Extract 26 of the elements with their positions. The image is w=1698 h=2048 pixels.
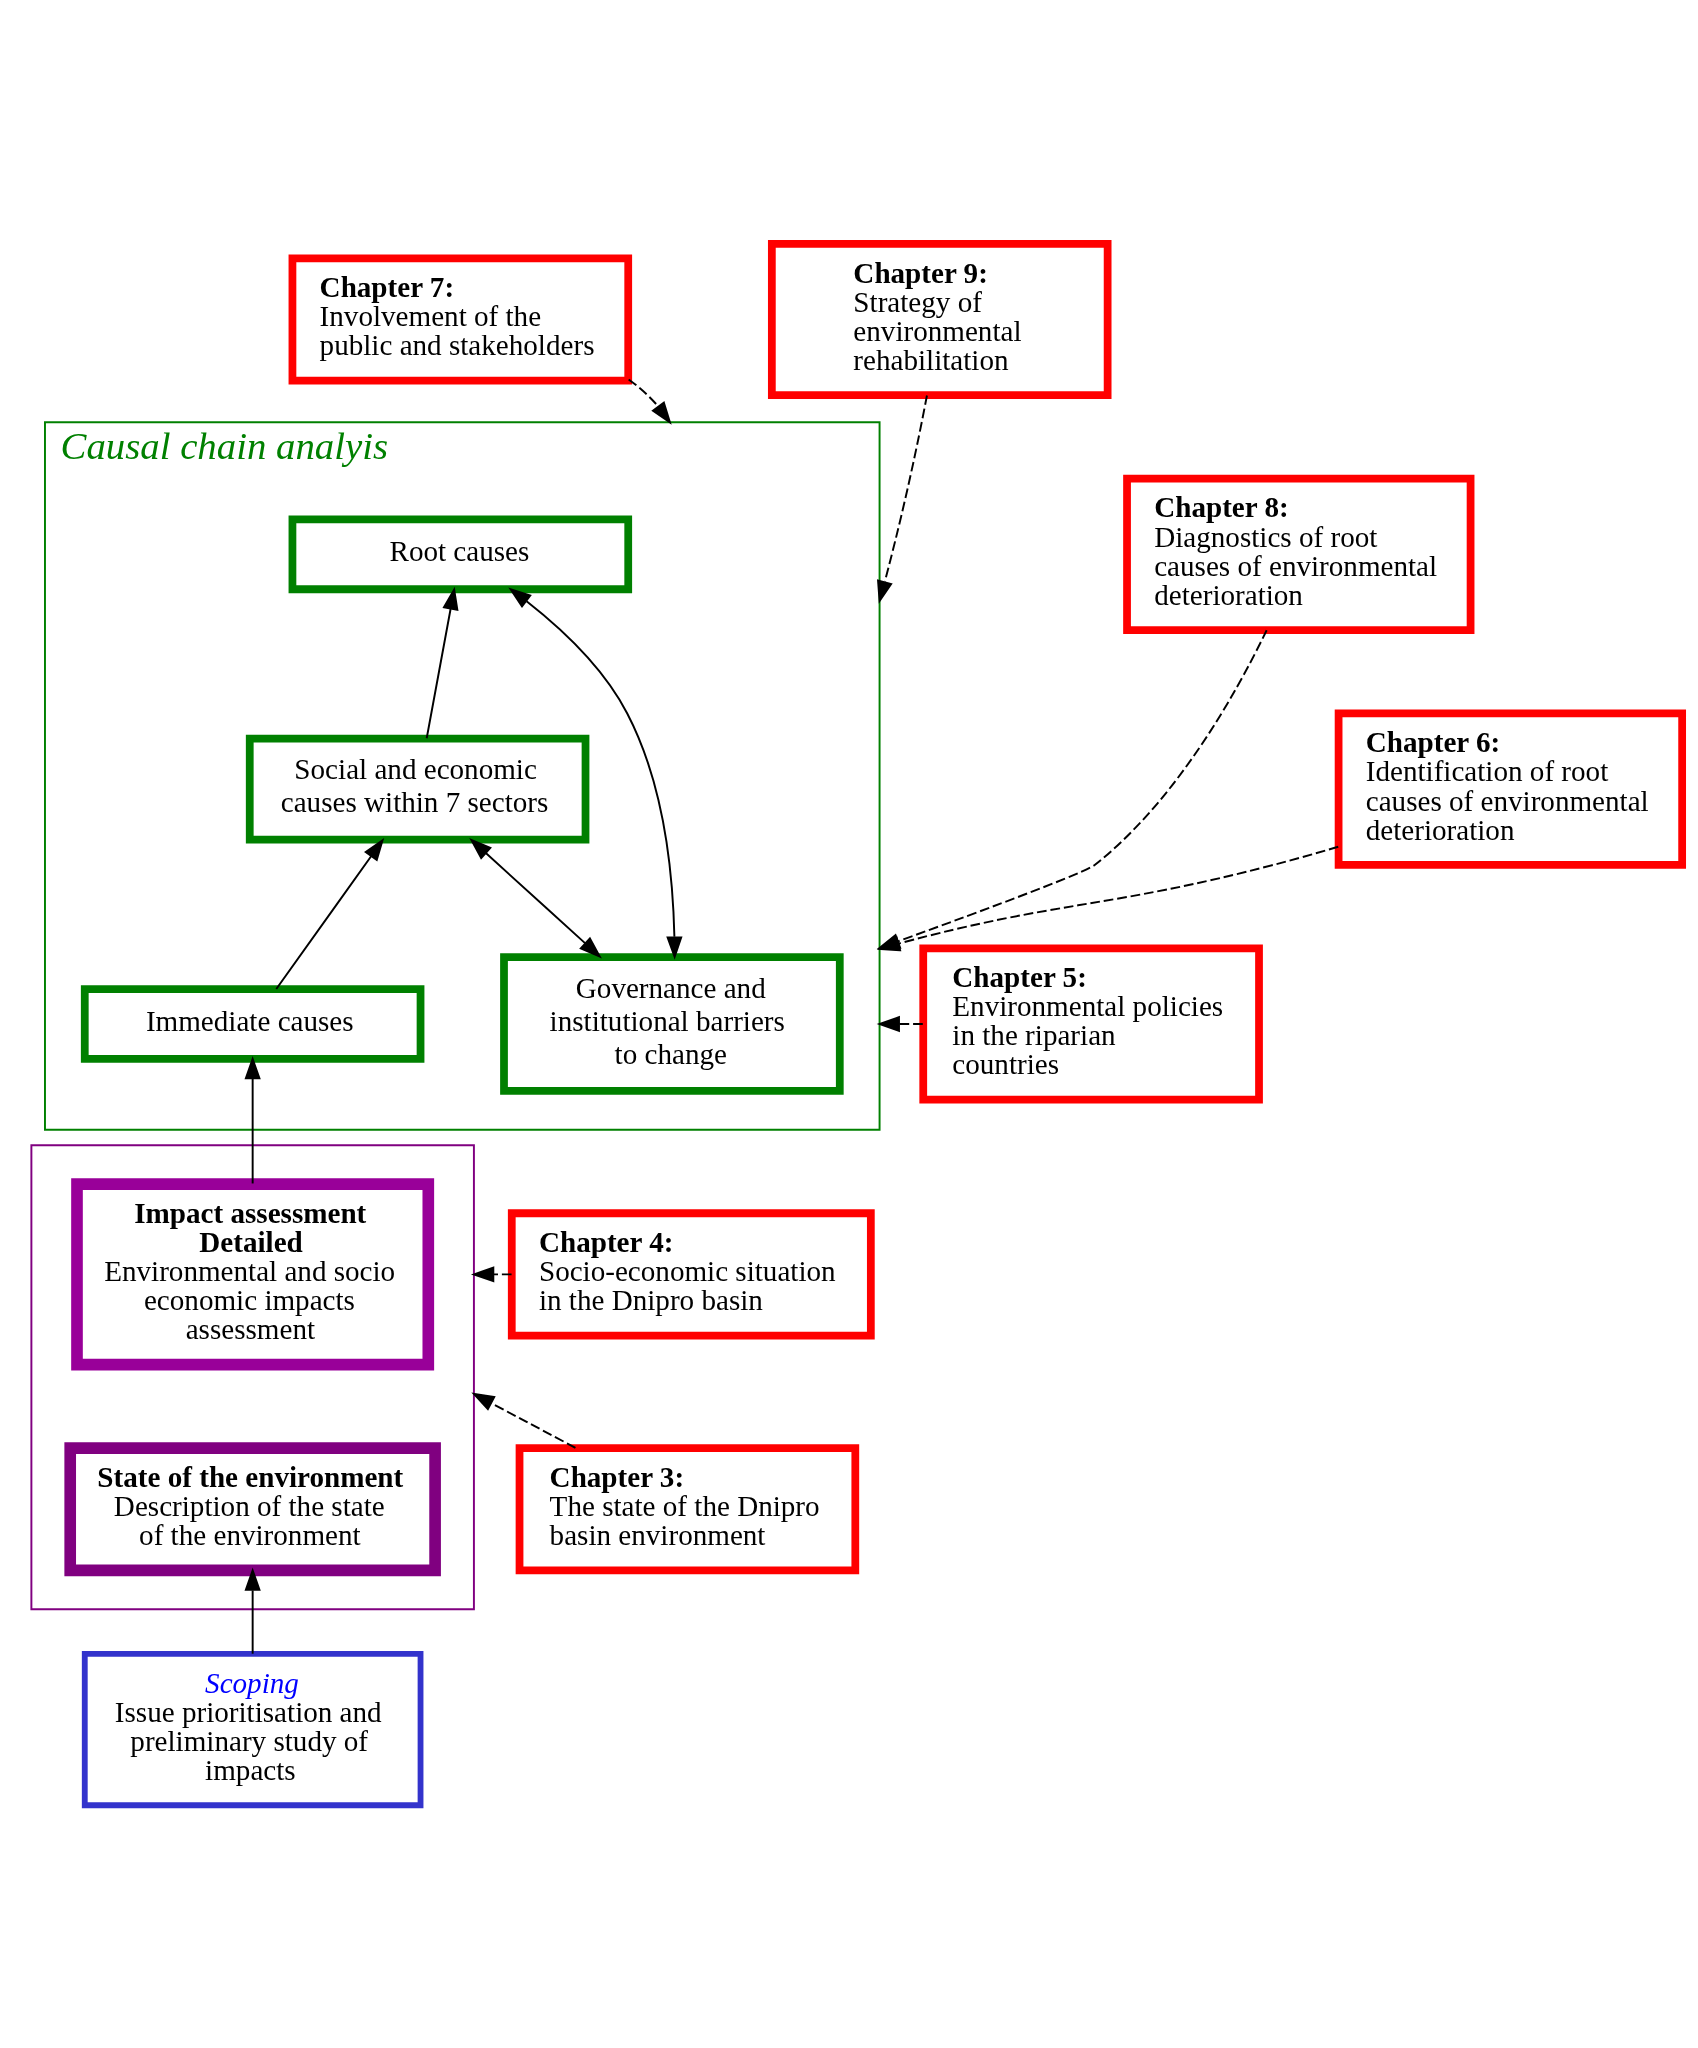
arrow: [508, 586, 683, 960]
arrow: [876, 1015, 924, 1032]
node-box: Chapter 6: Identification of root causes of environmental deterioration: [1334, 709, 1687, 869]
node-box: Root causes: [288, 515, 633, 593]
node-box: Chapter 5: Environmental policies in the riparian countries: [919, 943, 1263, 1104]
arrow: [471, 1265, 513, 1283]
node-box: Immediate causes: [80, 984, 425, 1063]
node-box: Social and economic causes within 7 sectors: [245, 734, 590, 843]
node-box: Governance and institutional barriers to change: [500, 952, 844, 1095]
arrow: [469, 837, 602, 958]
arrow: [627, 377, 672, 425]
node-box: Chapter 3: The state of the Dnipro basin environment: [515, 1443, 860, 1574]
node-box: Chapter 9: Strategy of environmental rehabilitation: [767, 239, 1112, 399]
node-box: Impact assessment Detailed Environmental and socio economic impacts assessment: [71, 1177, 435, 1370]
node-box: Scoping Issue prioritisation and preliminary study of impacts: [81, 1650, 424, 1808]
arrow: [425, 586, 459, 739]
node-box: State of the environment Description of the state of the environment: [64, 1441, 441, 1576]
node-box: Chapter 4: Socio-economic situation in the Dnipro basin: [507, 1208, 875, 1339]
arrow: [877, 394, 928, 604]
arrow: [471, 1392, 577, 1449]
arrow: [244, 1055, 261, 1184]
node-box: Chapter 8: Diagnostics of root causes of environmental deterioration: [1123, 474, 1475, 634]
node-box: Chapter 7: Involvement of the public and stakeholders: [288, 253, 633, 384]
arrow: [275, 837, 385, 990]
arrow: [244, 1566, 261, 1655]
cluster: [30, 1143, 475, 1610]
